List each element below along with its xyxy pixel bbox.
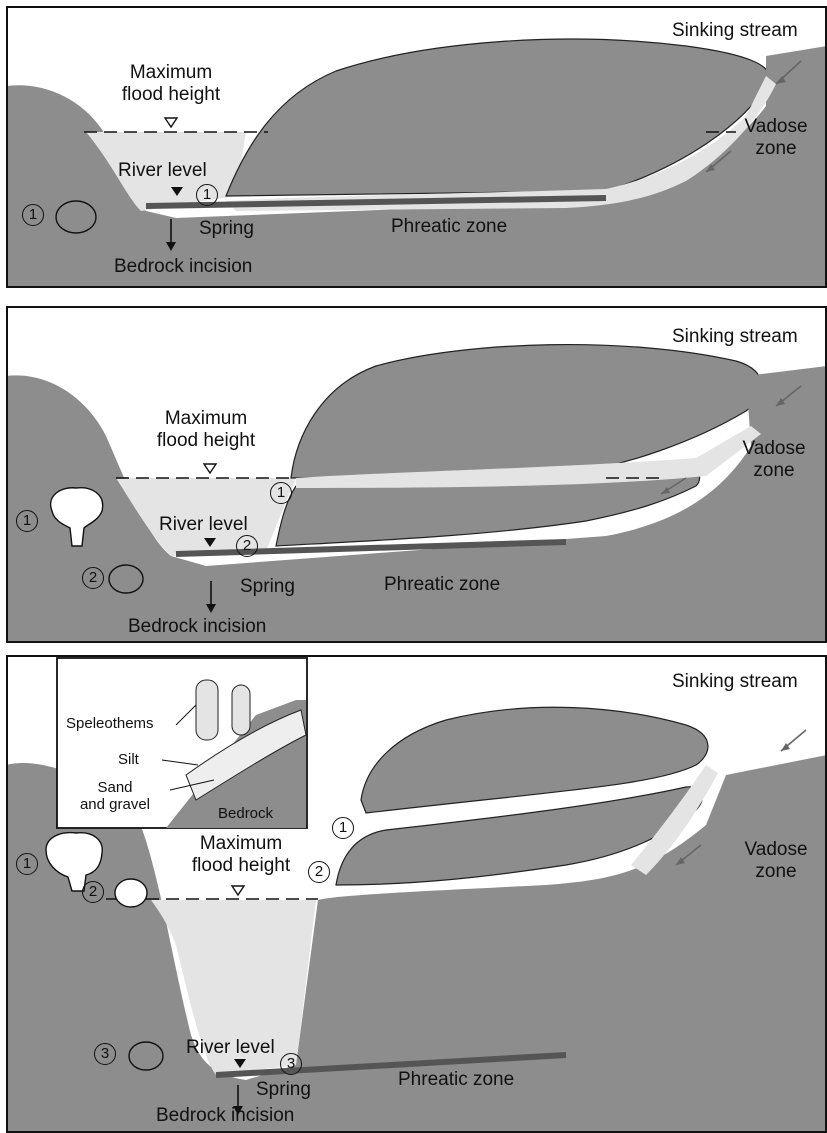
inset-speleothems-label: Speleothems: [66, 715, 154, 732]
level-marker-1b: 1: [196, 184, 218, 206]
panel-stage-2: Sinking stream Maximum flood height Vado…: [6, 306, 827, 643]
inset-silt-label: Silt: [118, 751, 139, 768]
cross-section-1: [6, 6, 827, 288]
sinking-stream-label: Sinking stream: [672, 326, 798, 348]
spring-label: Spring: [240, 576, 295, 598]
passage-shape-3: [129, 1042, 163, 1070]
bedrock-incision-label: Bedrock incision: [114, 256, 252, 278]
sinking-stream-label: Sinking stream: [672, 20, 798, 42]
level-marker-1: 1: [332, 817, 354, 839]
vadose-label: Vadose zone: [736, 839, 816, 883]
bedrock-incision-label: Bedrock incision: [156, 1105, 294, 1127]
level-marker-2: 2: [236, 535, 258, 557]
stalagmite-icon: [196, 680, 218, 740]
passage-shape-2: [109, 565, 143, 593]
river-level-label: River level: [159, 514, 248, 536]
phreatic-label: Phreatic zone: [398, 1069, 514, 1091]
max-flood-label: Maximum flood height: [106, 62, 236, 106]
passage-marker-3: 3: [94, 1043, 116, 1065]
passage-marker-2: 2: [82, 567, 104, 589]
passage-marker-2: 2: [82, 881, 104, 903]
panel-stage-1: Sinking stream Maximum flood height Vado…: [6, 6, 827, 288]
panel-stage-3: Sinking stream Maximum flood height Vado…: [6, 655, 827, 1133]
passage-marker-1: 1: [16, 510, 38, 532]
vadose-label: Vadose zone: [736, 116, 816, 160]
passage-shape-2: [115, 879, 147, 907]
inset-bedrock-label: Bedrock: [218, 805, 273, 822]
max-flood-label: Maximum flood height: [166, 833, 316, 877]
max-flood-label: Maximum flood height: [141, 408, 271, 452]
vadose-label: Vadose zone: [734, 438, 814, 482]
level-marker-1: 1: [270, 482, 292, 504]
level-marker-1: 1: [22, 204, 44, 226]
sinking-stream-label: Sinking stream: [672, 671, 798, 693]
phreatic-label: Phreatic zone: [384, 574, 500, 596]
passage-shape-1: [56, 201, 96, 233]
river-level-label: River level: [118, 160, 207, 182]
phreatic-label: Phreatic zone: [391, 216, 507, 238]
spring-label: Spring: [199, 218, 254, 240]
passage-marker-1: 1: [16, 853, 38, 875]
inset-sand-label: Sand and gravel: [70, 779, 160, 813]
bedrock-incision-label: Bedrock incision: [128, 616, 266, 638]
level-marker-2: 2: [308, 861, 330, 883]
stalagmite-icon-2: [232, 685, 250, 735]
river-level-label: River level: [186, 1037, 275, 1059]
spring-label: Spring: [256, 1079, 311, 1101]
level-marker-3: 3: [280, 1053, 302, 1075]
